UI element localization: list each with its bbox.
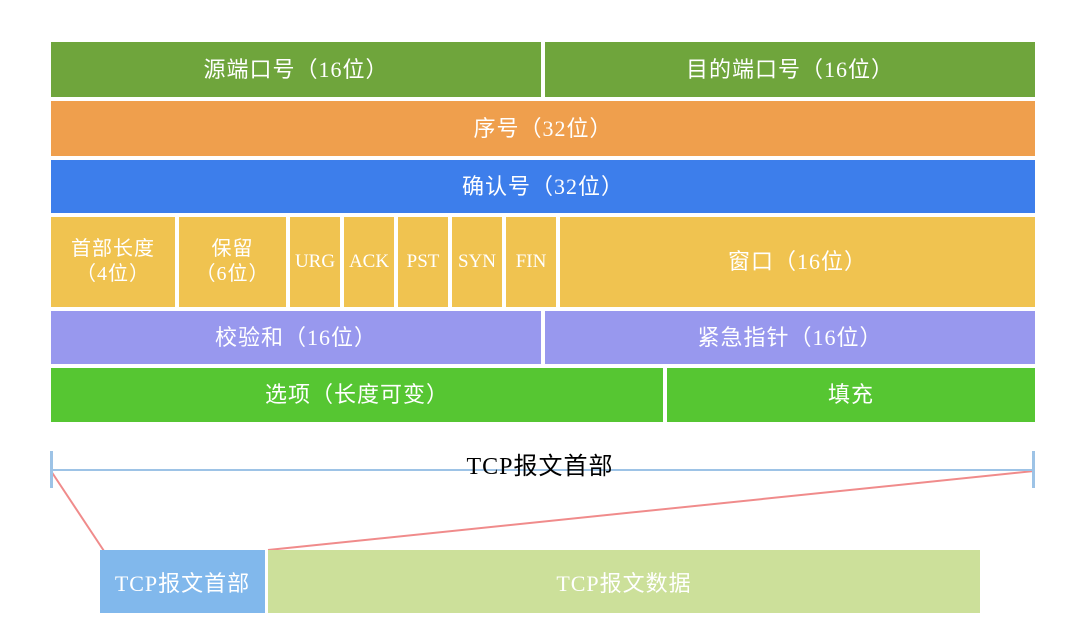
field-dest-port: 目的端口号（16位）: [545, 42, 1035, 97]
field-flag-urg: URG: [290, 217, 340, 307]
segment-header-label: TCP报文首部: [114, 570, 251, 596]
field-options-label: 选项（长度可变）: [264, 382, 449, 408]
field-acknowledgment-label: 确认号（32位）: [461, 173, 624, 199]
field-checksum: 校验和（16位）: [51, 311, 541, 364]
field-window-label: 窗口（16位）: [727, 249, 867, 275]
field-flag-urg-label: URG: [294, 251, 336, 273]
field-reserved-line1: 保留: [211, 238, 254, 260]
field-window: 窗口（16位）: [560, 217, 1035, 307]
field-checksum-label: 校验和（16位）: [214, 324, 377, 350]
field-acknowledgment: 确认号（32位）: [51, 160, 1035, 213]
field-dest-port-label: 目的端口号（16位）: [685, 56, 894, 82]
field-sequence-label: 序号（32位）: [473, 115, 613, 141]
row-sequence: 序号（32位）: [51, 101, 1035, 156]
field-sequence: 序号（32位）: [51, 101, 1035, 156]
field-source-port: 源端口号（16位）: [51, 42, 541, 97]
field-source-port-label: 源端口号（16位）: [203, 56, 389, 82]
field-padding: 填充: [667, 368, 1035, 422]
field-urgent-pointer-label: 紧急指针（16位）: [697, 324, 883, 350]
field-header-length: 首部长度 （4位）: [51, 217, 175, 307]
field-flag-ack: ACK: [344, 217, 394, 307]
row-flags: 首部长度 （4位） 保留 （6位） URG ACK PST SYN FIN 窗口…: [51, 217, 1035, 307]
segment-data-box: TCP报文数据: [268, 550, 980, 613]
field-options: 选项（长度可变）: [51, 368, 663, 422]
field-flag-pst: PST: [398, 217, 448, 307]
bracket-tick-left: [50, 451, 53, 488]
field-reserved: 保留 （6位）: [179, 217, 286, 307]
field-flag-fin-label: FIN: [515, 251, 547, 273]
connector-line-left: [50, 470, 105, 552]
field-header-length-line2: （4位）: [76, 263, 150, 285]
row-acknowledgment: 确认号（32位）: [51, 160, 1035, 213]
row-checksum: 校验和（16位） 紧急指针（16位）: [51, 311, 1035, 364]
field-flag-syn-label: SYN: [457, 251, 496, 273]
row-ports: 源端口号（16位） 目的端口号（16位）: [51, 42, 1035, 97]
field-flag-pst-label: PST: [406, 251, 440, 273]
row-options: 选项（长度可变） 填充: [51, 368, 1035, 422]
field-header-length-line1: 首部长度: [71, 238, 155, 260]
segment-header-box: TCP报文首部: [100, 550, 265, 613]
field-urgent-pointer: 紧急指针（16位）: [545, 311, 1035, 364]
field-flag-syn: SYN: [452, 217, 502, 307]
bracket-tick-right: [1032, 451, 1035, 488]
segment-data-label: TCP报文数据: [556, 570, 692, 596]
field-flag-ack-label: ACK: [348, 251, 390, 273]
bracket-line: [51, 469, 1035, 471]
field-flag-fin: FIN: [506, 217, 556, 307]
connector-line-right: [267, 470, 1035, 551]
field-padding-label: 填充: [827, 382, 874, 408]
field-reserved-line2: （6位）: [195, 263, 270, 285]
